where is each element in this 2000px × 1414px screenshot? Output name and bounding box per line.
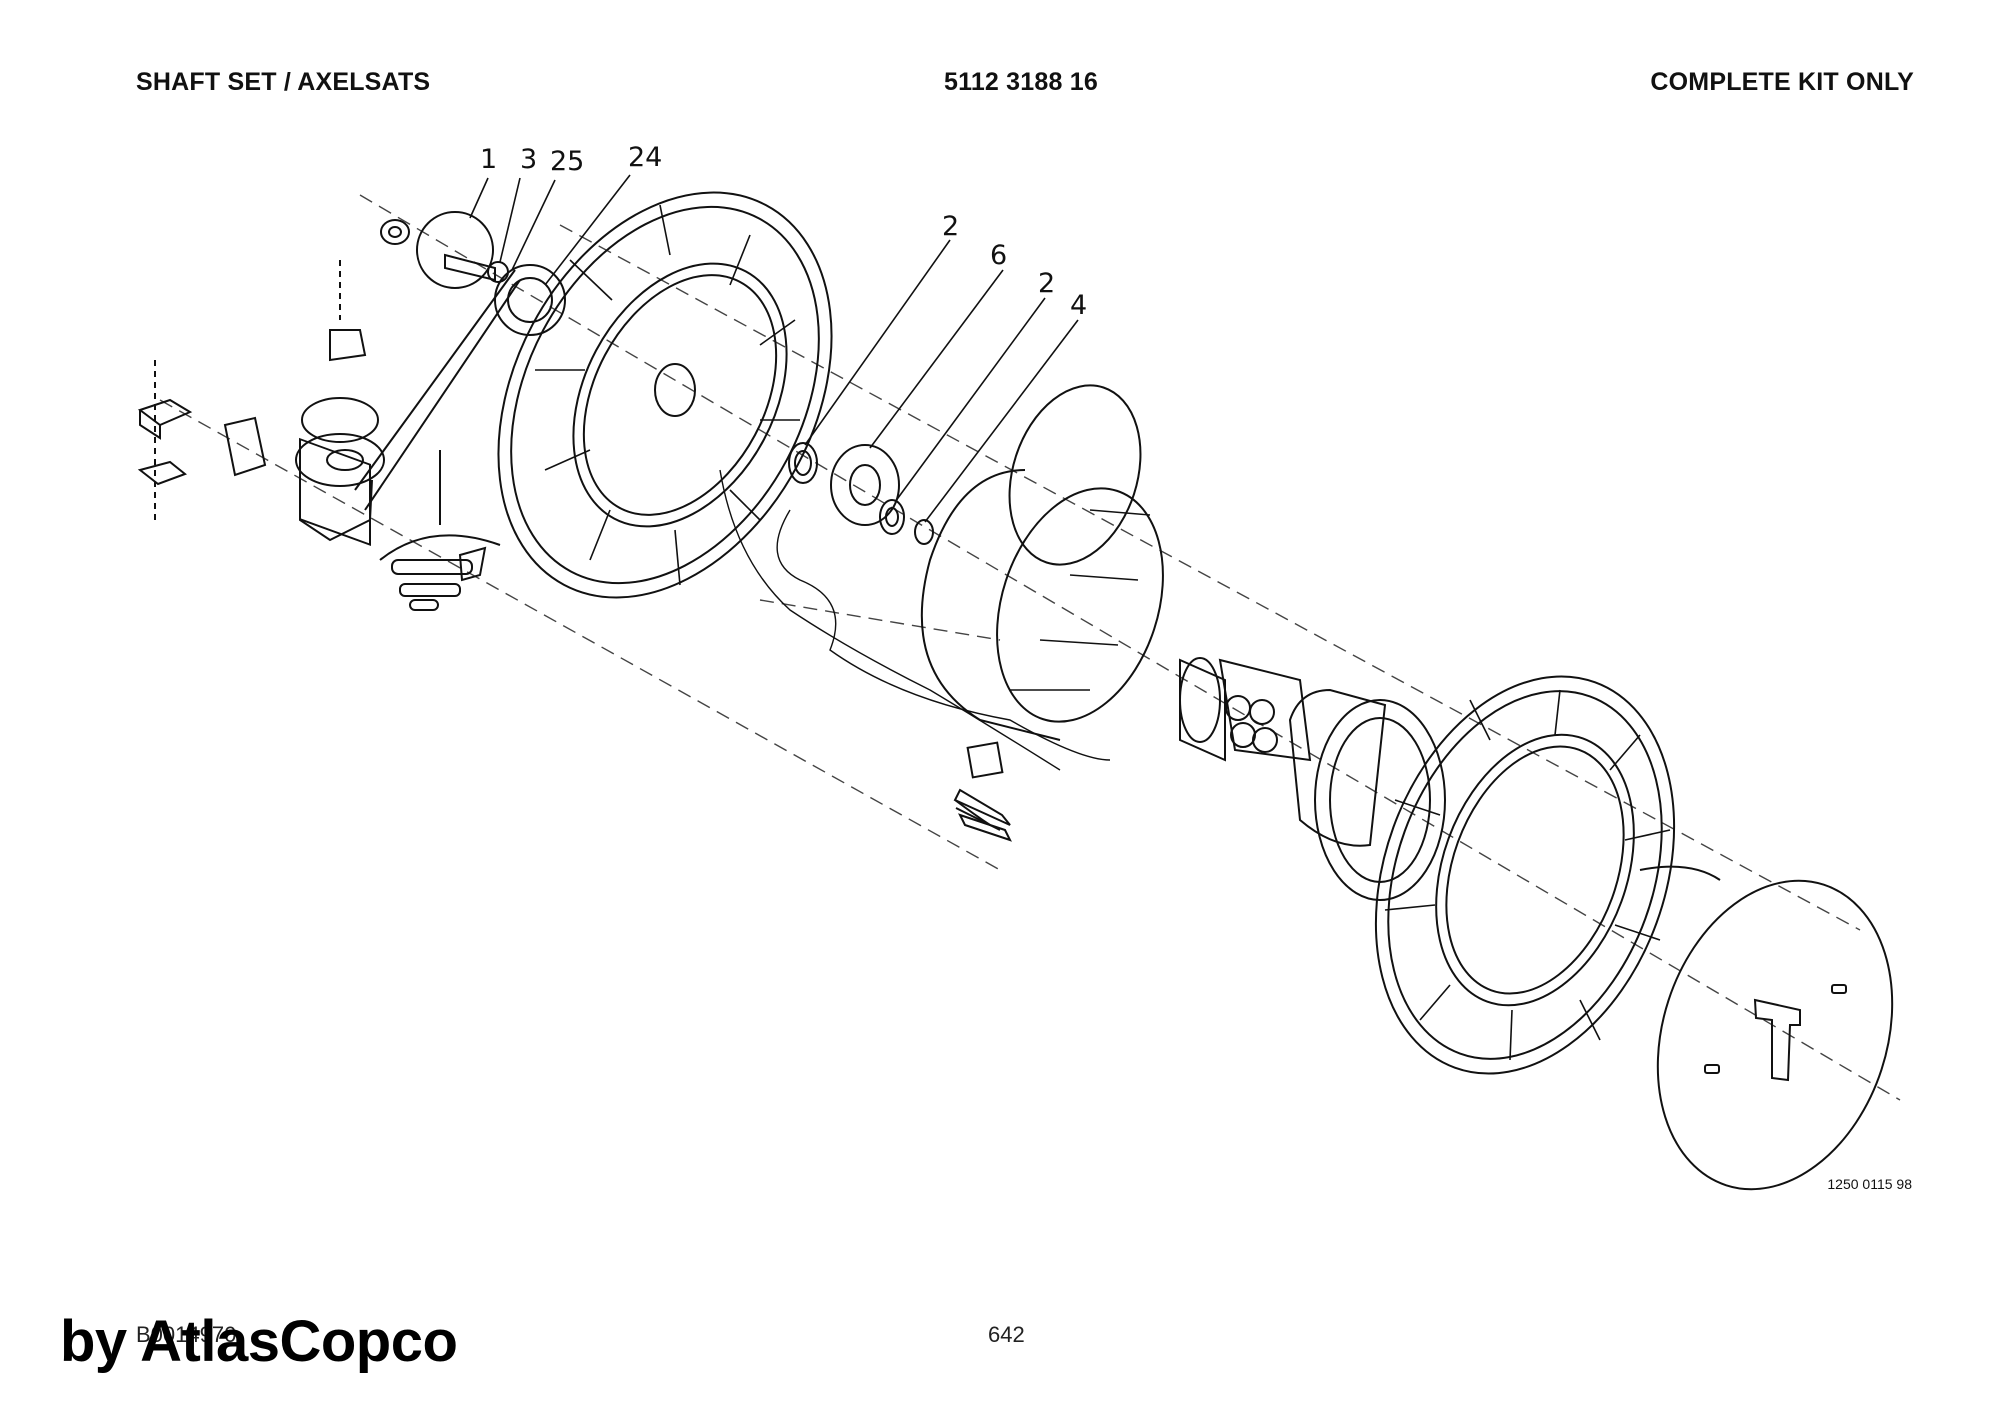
callout-leaders xyxy=(469,174,1079,523)
callout-2b: 2 xyxy=(1038,268,1055,299)
callout-6: 6 xyxy=(990,240,1007,271)
callout-2a: 2 xyxy=(942,211,959,242)
callout-1: 1 xyxy=(480,144,497,175)
drawing-number: 1250 0115 98 xyxy=(1827,1176,1912,1192)
watermark: by AtlasCopco xyxy=(60,1309,458,1374)
cable-entry-cone xyxy=(953,788,1011,831)
drum-cylinder xyxy=(920,384,1164,741)
bearings xyxy=(788,442,934,545)
header-part-number: 5112 3188 16 xyxy=(944,68,1098,96)
shaft-parts xyxy=(380,211,509,289)
left-flange-wheel xyxy=(497,191,833,599)
header-note: COMPLETE KIT ONLY xyxy=(1650,68,1914,96)
page-number: 642 xyxy=(988,1322,1025,1347)
chain-detail-inset xyxy=(379,450,501,611)
header-title: SHAFT SET / AXELSATS xyxy=(136,68,431,96)
right-flange-wheel xyxy=(1374,675,1676,1075)
end-cover-plate xyxy=(1639,865,1894,1191)
hub-plate xyxy=(1179,657,1312,762)
callout-4: 4 xyxy=(1070,290,1087,321)
callout-labels: 1 3 25 24 2 6 2 4 xyxy=(480,142,1087,321)
assembly-axis-lines xyxy=(159,194,1901,1101)
callout-25: 25 xyxy=(550,146,584,177)
mounting-brackets xyxy=(137,360,267,520)
callout-24: 24 xyxy=(628,142,662,173)
callout-3: 3 xyxy=(520,144,537,175)
wiring xyxy=(719,469,1111,771)
inner-drum-ring xyxy=(1288,688,1446,901)
drive-chain xyxy=(354,264,566,511)
gearbox-assembly xyxy=(295,260,385,547)
document-code: B0014970 xyxy=(136,1322,237,1347)
